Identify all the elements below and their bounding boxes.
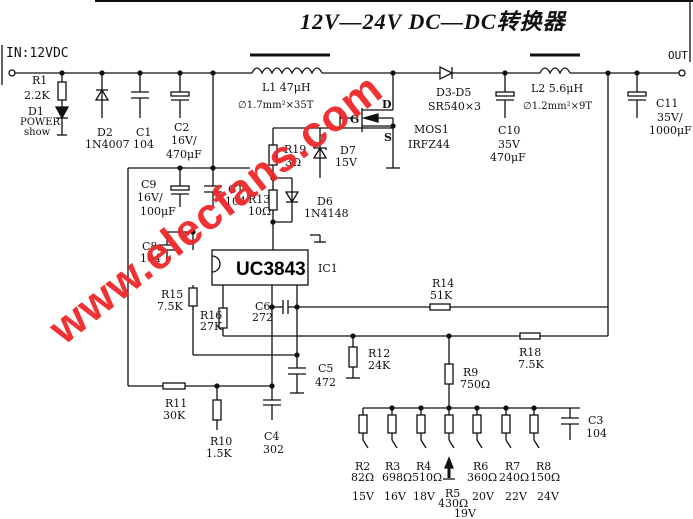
r14-value: 51K [430, 289, 453, 302]
tap-voltage: 22V [505, 490, 527, 503]
tap-voltage: 18V [413, 490, 435, 503]
tap-value: 360Ω [467, 471, 498, 484]
tap-value: 82Ω [351, 471, 375, 484]
r1-value: 2.2K [24, 89, 50, 102]
mos-ref: MOS1 [414, 123, 449, 136]
diagram-title: 12V—24V DC—DC转换器 [300, 9, 566, 34]
c6-ref: C6 [255, 300, 271, 313]
d2-ref: D2 [97, 126, 113, 139]
tap-ref: R4 [416, 460, 432, 473]
c11-value: 1000μF [649, 124, 692, 137]
c3-value: 104 [586, 427, 607, 440]
tap-ref: R7 [505, 460, 521, 473]
r12-value: 24K [368, 359, 391, 372]
c11-ref: C11 [656, 97, 679, 110]
tap-voltage: 16V [384, 490, 406, 503]
r19-ref: R19 [284, 143, 307, 156]
tap-value: 150Ω [530, 471, 561, 484]
c4-value: 302 [263, 443, 284, 456]
mos-gate: G [350, 113, 360, 126]
d1-ref: D1 [28, 105, 44, 118]
d7-ref: D7 [340, 144, 356, 157]
mos-source: S [384, 131, 392, 144]
r15-value: 7.5K [157, 300, 183, 313]
c11-voltage: 35V/ [657, 111, 683, 124]
mos-value: IRFZ44 [408, 138, 450, 151]
tap-value: 430Ω [438, 497, 469, 510]
tap-value: 698Ω [382, 471, 413, 484]
c3-ref: C3 [588, 414, 604, 427]
d1-label2: show [24, 127, 51, 138]
c9-value: 100μF [140, 205, 176, 218]
r16-value: 27K [200, 320, 223, 333]
c10-voltage: 35V [498, 138, 520, 151]
c9-voltage: 16V/ [137, 191, 163, 204]
tap-voltage: 24V [537, 490, 559, 503]
l1-label: L1 47μH [262, 81, 311, 94]
c10-ref: C10 [498, 124, 521, 137]
ct-ref: CT [228, 183, 244, 196]
tap-ref: R6 [473, 460, 489, 473]
c2-ref: C2 [174, 121, 190, 134]
tap-value: 510Ω [412, 471, 443, 484]
d6-value: 1N4148 [304, 207, 349, 220]
r13-ref: R13 [248, 193, 271, 206]
r19-value: 3Ω [285, 156, 302, 169]
output-label: OUT [668, 49, 688, 62]
tap-value: 240Ω [499, 471, 530, 484]
r13-value: 10Ω [248, 205, 272, 218]
r15-ref: R15 [161, 288, 184, 301]
tap-voltage: 20V [472, 490, 494, 503]
r11-value: 30K [163, 409, 186, 422]
r11-ref: R11 [165, 397, 188, 410]
c6-value: 272 [252, 311, 273, 324]
ic-name: UC3843 [236, 259, 306, 280]
c10-value: 470μF [490, 151, 526, 164]
c8-ref: C8 [142, 240, 158, 253]
tap-voltage: 15V [352, 490, 374, 503]
c8-value: 104 [140, 252, 161, 265]
d1-label: POWER [20, 117, 61, 128]
c9-ref: C9 [141, 178, 157, 191]
c5-ref: C5 [318, 362, 334, 375]
r9-ref: R9 [463, 366, 479, 379]
d2-value: 1N4007 [85, 138, 130, 151]
d6-ref: D6 [317, 195, 333, 208]
c1-ref: C1 [136, 126, 152, 139]
l1-winding: ∅1.7mm²×35T [238, 100, 314, 111]
r16-ref: R16 [200, 309, 223, 322]
c2-voltage: 16V/ [171, 134, 197, 147]
tap-ref: R8 [536, 460, 552, 473]
ic-ref: IC1 [318, 262, 338, 275]
r12-ref: R12 [368, 347, 391, 360]
tap-ref: R2 [355, 460, 371, 473]
c5-value: 472 [315, 376, 336, 389]
r14-ref: R14 [432, 277, 455, 290]
tap-voltage: 19V [454, 507, 476, 519]
c4-ref: C4 [264, 430, 280, 443]
input-label: IN:12VDC [6, 46, 69, 61]
l2-label: L2 5.6μH [531, 82, 584, 95]
tap-ref: R5 [445, 487, 461, 500]
d3-ref: D3-D5 [436, 86, 472, 99]
c2-value: 470μF [166, 148, 202, 161]
r18-ref: R18 [519, 346, 542, 359]
d7-value: 15V [335, 156, 357, 169]
r10-value: 1.5K [206, 447, 232, 460]
ct-value: 104 [225, 195, 246, 208]
l2-winding: ∅1.2mm²×9T [523, 101, 592, 112]
mos-drain: D [382, 98, 392, 111]
c1-value: 104 [133, 138, 154, 151]
r18-value: 7.5K [518, 358, 544, 371]
r10-ref: R10 [210, 435, 233, 448]
d3-value: SR540×3 [428, 100, 482, 113]
r1-ref: R1 [32, 74, 48, 87]
r9-value: 750Ω [460, 378, 491, 391]
tap-ref: R3 [385, 460, 401, 473]
